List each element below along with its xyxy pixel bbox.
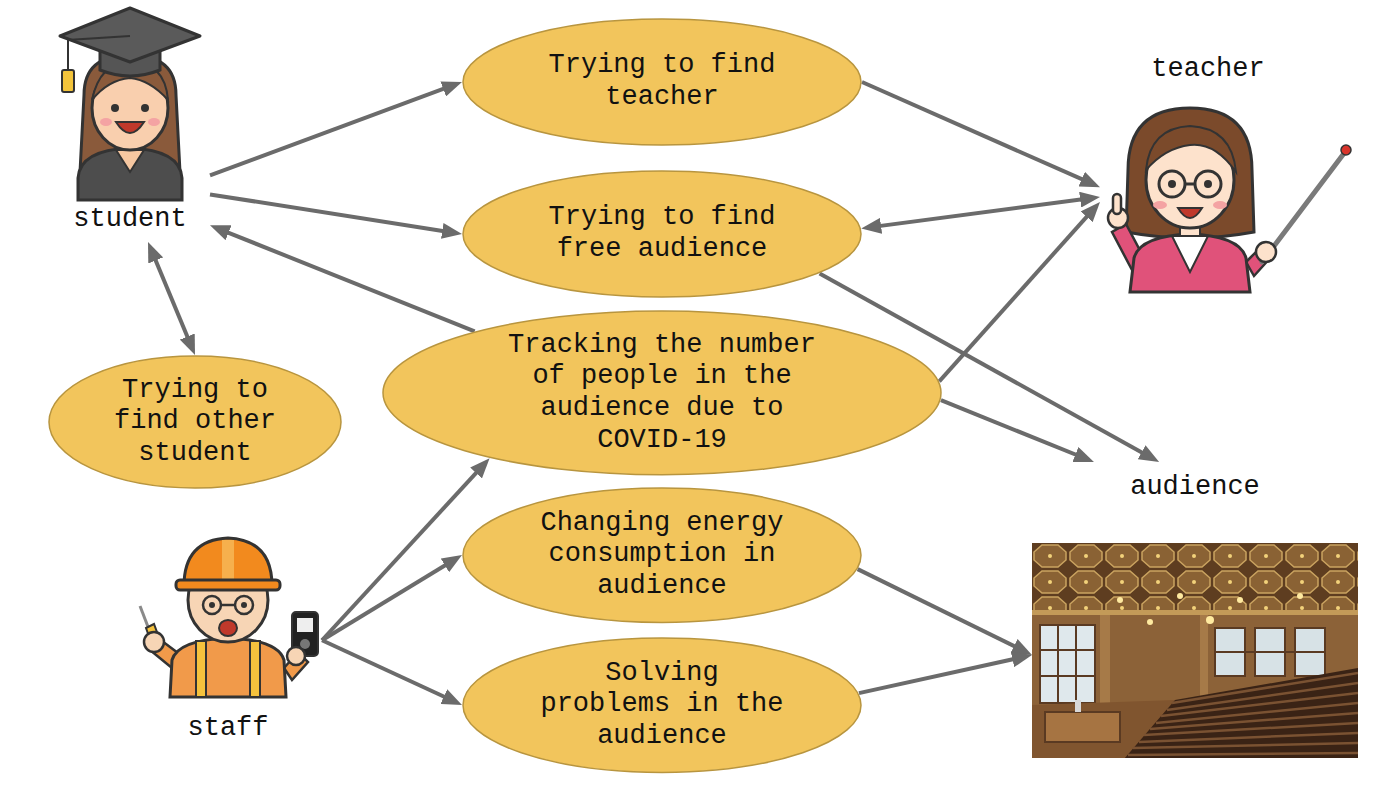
text-box: Trying to find teacher — [536, 50, 787, 113]
ellipse-fill — [463, 171, 861, 297]
connector — [210, 85, 453, 175]
text-box: Tracking the number of people in the aud… — [504, 330, 820, 456]
actor-node: audience — [1032, 462, 1358, 758]
connector — [859, 657, 1022, 693]
use-case-text: Changing energy consumption in audience — [536, 508, 787, 603]
connector — [862, 82, 1091, 183]
actor-label: student — [73, 204, 186, 236]
actor-label: audience — [1130, 472, 1260, 504]
ellipse-fill — [383, 311, 941, 475]
actor-node: staff — [128, 525, 322, 751]
connector — [152, 251, 191, 346]
connector — [219, 229, 474, 331]
ellipse-fill — [49, 356, 341, 488]
actor-label: staff — [187, 713, 268, 745]
text-box: Trying to find free audience — [536, 202, 787, 265]
connector — [941, 400, 1085, 458]
actor-label-box: staff — [187, 713, 268, 745]
use-case-text: Trying to find teacher — [536, 50, 787, 113]
text-box: Solving problems in the audience — [536, 658, 787, 753]
ellipse-fill — [463, 19, 861, 145]
use-case-text: Tracking the number of people in the aud… — [504, 330, 820, 456]
actor-label-box: teacher — [1151, 54, 1264, 86]
connector — [322, 466, 483, 641]
staff-icon — [140, 538, 318, 697]
ellipse-fill — [463, 638, 861, 772]
use-case-ellipse: Solving problems in the audience — [462, 637, 862, 773]
use-case-text: Solving problems in the audience — [536, 658, 787, 753]
use-case-ellipse: Tracking the number of people in the aud… — [382, 310, 942, 476]
use-case-ellipse: Trying to find other student — [48, 355, 342, 489]
ellipse-fill — [463, 488, 861, 622]
connector — [322, 560, 453, 640]
use-case-text: Trying to find free audience — [536, 202, 787, 265]
teacher-icon — [1108, 108, 1351, 292]
lecture-hall-photo — [1032, 543, 1358, 758]
use-case-ellipse: Changing energy consumption in audience — [462, 487, 862, 623]
actor-label-box: audience — [1130, 472, 1260, 504]
connector — [210, 194, 452, 232]
actor-node: teacher — [1100, 50, 1360, 295]
connector — [858, 569, 1023, 650]
actor-label: teacher — [1151, 54, 1264, 86]
student-icon — [60, 8, 200, 200]
use-case-ellipse: Trying to find teacher — [462, 18, 862, 146]
use-case-ellipse: Trying to find free audience — [462, 170, 862, 298]
actor-node: student — [55, 4, 210, 242]
text-box: Changing energy consumption in audience — [536, 508, 787, 603]
actor-label-box: student — [73, 204, 186, 236]
connector — [939, 209, 1093, 381]
connector — [322, 640, 453, 701]
text-box: Trying to find other student — [110, 375, 280, 470]
connector — [871, 198, 1090, 227]
use-case-text: Trying to find other student — [110, 375, 280, 470]
